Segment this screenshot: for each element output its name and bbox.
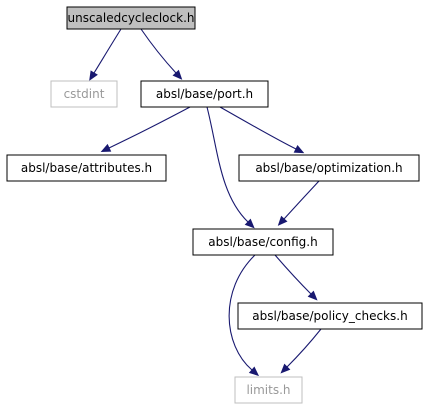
nodes-layer: unscaledcycleclock.h cstdint absl/base/por… [6,6,423,404]
node-label: absl/base/config.h [208,235,317,249]
node-box [66,6,196,30]
node-box [6,154,167,182]
arrowhead-icon [293,144,305,154]
node-label: absl/base/policy_checks.h [252,309,407,323]
node-optimization[interactable]: absl/base/optimization.h [238,154,420,182]
edge-port-to-config [206,106,255,229]
edge-line [93,28,122,74]
node-label: limits.h [246,383,290,397]
node-box [50,80,118,108]
edge-optimization-to-config [277,180,320,226]
edge-port-to-optimization [219,106,305,154]
node-box [237,302,423,330]
edge-unscaledcycleclock-to-cstdint [89,28,122,81]
edge-line [286,328,322,368]
edge-unscaledcycleclock-to-port [140,28,183,80]
node-limits: limits.h [234,376,303,404]
node-cstdint: cstdint [50,80,118,108]
arrowhead-icon [100,143,112,152]
arrowhead-icon [277,215,288,226]
edge-line [206,106,249,223]
arrowhead-icon [307,290,318,301]
node-unscaledcycleclock[interactable]: unscaledcycleclock.h [66,6,196,30]
node-policy_checks[interactable]: absl/base/policy_checks.h [237,302,423,330]
node-attributes[interactable]: absl/base/attributes.h [6,154,167,182]
node-label: cstdint [64,87,105,101]
node-label: absl/base/attributes.h [21,161,152,175]
edge-line [219,106,297,150]
node-box [140,80,269,108]
node-label: unscaledcycleclock.h [67,11,194,25]
edge-config-to-policy_checks [274,254,318,301]
node-box [192,228,334,256]
edge-line [283,180,320,220]
edges-layer [89,28,322,377]
edge-config-to-limits [228,254,260,377]
edge-line [228,254,256,371]
arrowhead-icon [248,366,260,377]
node-label: absl/base/port.h [156,87,253,101]
arrowhead-icon [172,69,183,80]
edge-line [108,106,191,149]
node-box [238,154,420,182]
node-label: absl/base/optimization.h [255,161,402,175]
node-port[interactable]: absl/base/port.h [140,80,269,108]
edge-port-to-attributes [100,106,191,152]
node-box [234,376,303,404]
arrowhead-icon [244,218,255,229]
node-config[interactable]: absl/base/config.h [192,228,334,256]
arrowhead-icon [280,363,291,374]
edge-line [140,28,177,74]
edge-line [274,254,312,295]
edge-policy_checks-to-limits [280,328,322,374]
arrowhead-icon [89,70,98,81]
